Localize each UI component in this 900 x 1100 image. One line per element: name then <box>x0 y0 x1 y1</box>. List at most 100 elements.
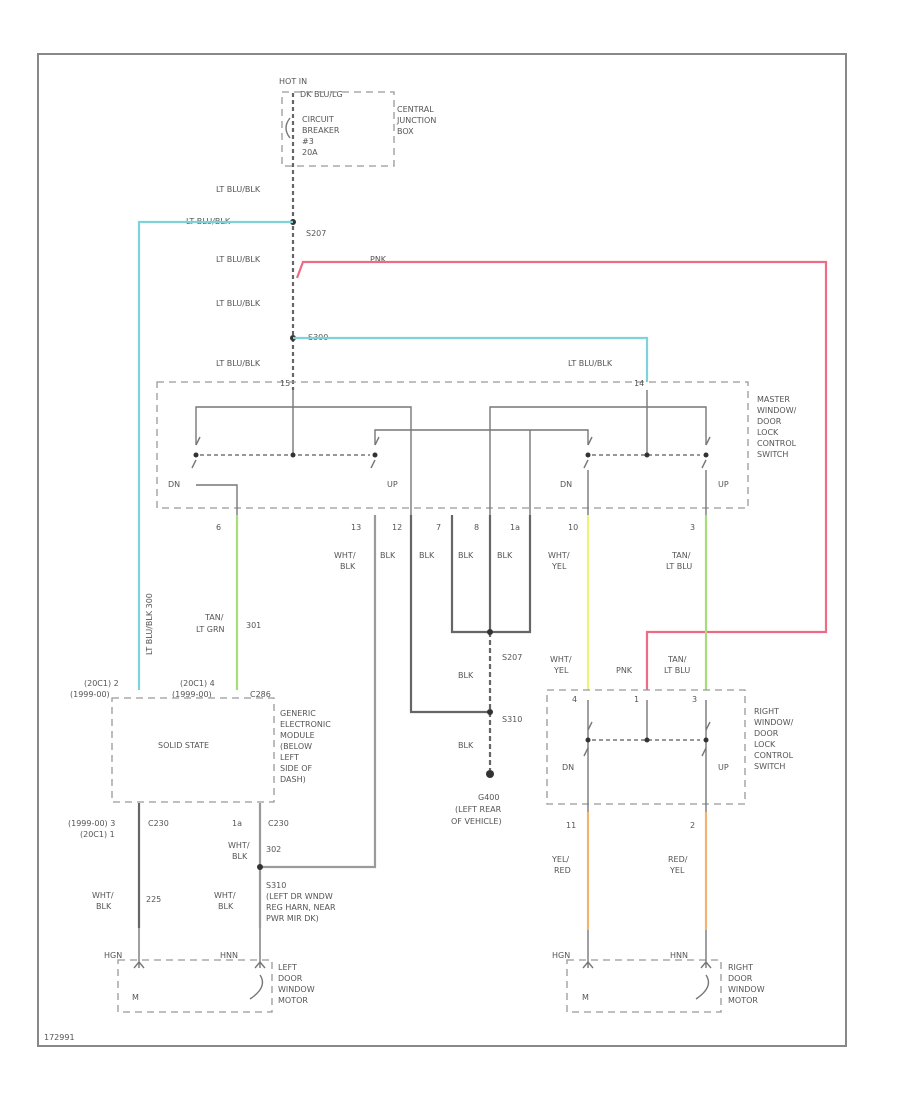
gem-bottom-right-pin: 1a <box>232 819 242 828</box>
wire-color-1a: BLK <box>497 551 513 560</box>
right-door-motor: HGN HNN M RIGHT DOOR WINDOW MOTOR <box>552 930 765 1013</box>
right-pin-bottom-right: 2 <box>690 821 695 830</box>
right-motor-name-2: DOOR <box>728 974 753 983</box>
lmw-s310-3: REG HARN, NEAR <box>266 903 336 912</box>
breaker-line-2: BREAKER <box>302 126 340 135</box>
gem-bottom-left-conn: C230 <box>148 819 169 828</box>
master-contacts-right <box>583 436 711 515</box>
master-pin-13: 13 <box>351 523 361 532</box>
right-window-switch: WHT/ YEL PNK TAN/ LT BLU 4 1 3 DN UP RIG… <box>546 655 794 875</box>
master-contacts-left <box>191 436 380 515</box>
right-motor-name-1: RIGHT <box>728 963 753 972</box>
junction-line-2: JUNCTION <box>396 116 436 125</box>
generic-electronic-module: (20C1) 2 (1999-00) (20C1) 4 (1999-00) C2… <box>68 679 331 839</box>
left-motor-name-3: WINDOW <box>278 985 315 994</box>
right-wire-left-b: RED <box>554 866 571 875</box>
lmw-num-a: 302 <box>266 845 281 854</box>
right-top-tan-lt-blu-b: LT BLU <box>664 666 690 675</box>
right-motor-frame <box>566 959 722 1013</box>
master-switch-frame <box>156 381 749 509</box>
wire-color-13-b: BLK <box>340 562 356 571</box>
lmw-s310-1: S310 <box>266 881 286 890</box>
master-pin-top-left: 15 <box>280 379 290 388</box>
wire-color-12: BLK <box>380 551 396 560</box>
wire-label-pnk-top: PNK <box>370 255 387 264</box>
wire-label-lt-blu-blk-4: LT BLU/BLK <box>216 359 261 368</box>
right-dn: DN <box>562 763 574 772</box>
gem-body: SOLID STATE <box>158 741 209 750</box>
right-name-5: CONTROL <box>754 751 794 760</box>
wire-label-lt-blu-blk-2: LT BLU/BLK <box>216 255 261 264</box>
wire-label-lt-blu-blk-3: LT BLU/BLK <box>216 299 261 308</box>
right-motor-symbol: M <box>582 993 589 1002</box>
wire-lt-blu-left <box>137 220 293 690</box>
splice-label-s207: S207 <box>306 229 326 238</box>
left-door-motor: HGN HNN M LEFT DOOR WINDOW MOTOR <box>104 928 315 1013</box>
top-wire-label: DK BLU/LG <box>300 90 343 99</box>
master-dn-left: DN <box>168 480 180 489</box>
master-name-2: WINDOW/ <box>757 406 797 415</box>
master-name-5: CONTROL <box>757 439 797 448</box>
junction-line-3: BOX <box>397 127 414 136</box>
wire-wht-blk-gem <box>260 515 377 869</box>
master-name-4: LOCK <box>757 428 779 437</box>
wire-color-13-a: WHT/ <box>334 551 356 560</box>
right-wire-left-a: YEL/ <box>551 855 569 864</box>
master-name-3: DOOR <box>757 417 782 426</box>
wire-label-tan-lt-grn-2: LT GRN <box>196 625 225 634</box>
wire-label-tan-lt-grn-1: TAN/ <box>204 613 224 622</box>
ground-point <box>486 770 494 778</box>
ground-blk-1: BLK <box>458 671 474 680</box>
right-motor-name-3: WINDOW <box>728 985 765 994</box>
master-name-6: SWITCH <box>757 450 788 459</box>
colored-wires <box>137 220 828 930</box>
lmw-wht-blk-a-1: WHT/ <box>228 841 250 850</box>
ground-section: S207 BLK S310 BLK G400 (LEFT REAR OF VEH… <box>451 629 522 826</box>
right-motor-pin-r: HNN <box>670 951 688 960</box>
left-motor-frame <box>117 959 273 1013</box>
lmw-s310-4: PWR MIR DK) <box>266 914 319 923</box>
left-motor-name-4: MOTOR <box>278 996 308 1005</box>
ground-location-1: (LEFT REAR <box>455 805 502 814</box>
right-wire-right-b: YEL <box>669 866 685 875</box>
ground-blk-2: BLK <box>458 741 474 750</box>
wire-pnk <box>295 260 828 690</box>
wire-color-10-b: YEL <box>551 562 567 571</box>
right-name-6: SWITCH <box>754 762 785 771</box>
breaker-line-1: CIRCUIT <box>302 115 334 124</box>
lmw-wht-blk-a-2: BLK <box>232 852 248 861</box>
wire-color-3-b: LT BLU <box>666 562 692 571</box>
lmw-wht-blk-b-1: WHT/ <box>92 891 114 900</box>
gem-name-7: DASH) <box>280 775 306 784</box>
ground-splice-s310: S310 <box>502 715 522 724</box>
right-name-3: DOOR <box>754 729 779 738</box>
left-motor-pin-r: HNN <box>220 951 238 960</box>
junction-line-1: CENTRAL <box>397 105 434 114</box>
junction-box-frame <box>281 91 395 167</box>
lmw-wht-blk-c-2: BLK <box>218 902 234 911</box>
right-contacts <box>583 721 711 757</box>
right-pin-c: 3 <box>692 695 697 704</box>
gem-name-2: ELECTRONIC <box>280 720 331 729</box>
right-switch-frame <box>546 689 746 805</box>
gem-conn-right-1: (20C1) 4 <box>180 679 215 688</box>
master-pin-1a: 1a <box>510 523 520 532</box>
gem-conn-left-1: (20C1) 2 <box>84 679 119 688</box>
master-pin-3: 3 <box>690 523 695 532</box>
lmw-s310-2: (LEFT DR WNDW <box>266 892 333 901</box>
right-name-4: LOCK <box>754 740 776 749</box>
lmw-wht-blk-c-1: WHT/ <box>214 891 236 900</box>
right-motor-name-4: MOTOR <box>728 996 758 1005</box>
circuit-breaker-symbol <box>285 117 291 139</box>
right-up: UP <box>718 763 729 772</box>
right-name-2: WINDOW/ <box>754 718 794 727</box>
right-pin-bottom-left: 11 <box>566 821 576 830</box>
ground-wires <box>137 515 532 928</box>
master-dn-right: DN <box>560 480 572 489</box>
breaker-line-3: #3 <box>302 137 314 146</box>
right-name-1: RIGHT <box>754 707 779 716</box>
master-pin-6: 6 <box>216 523 221 532</box>
gem-conn-label: C286 <box>250 690 271 699</box>
lmw-num-b: 225 <box>146 895 161 904</box>
